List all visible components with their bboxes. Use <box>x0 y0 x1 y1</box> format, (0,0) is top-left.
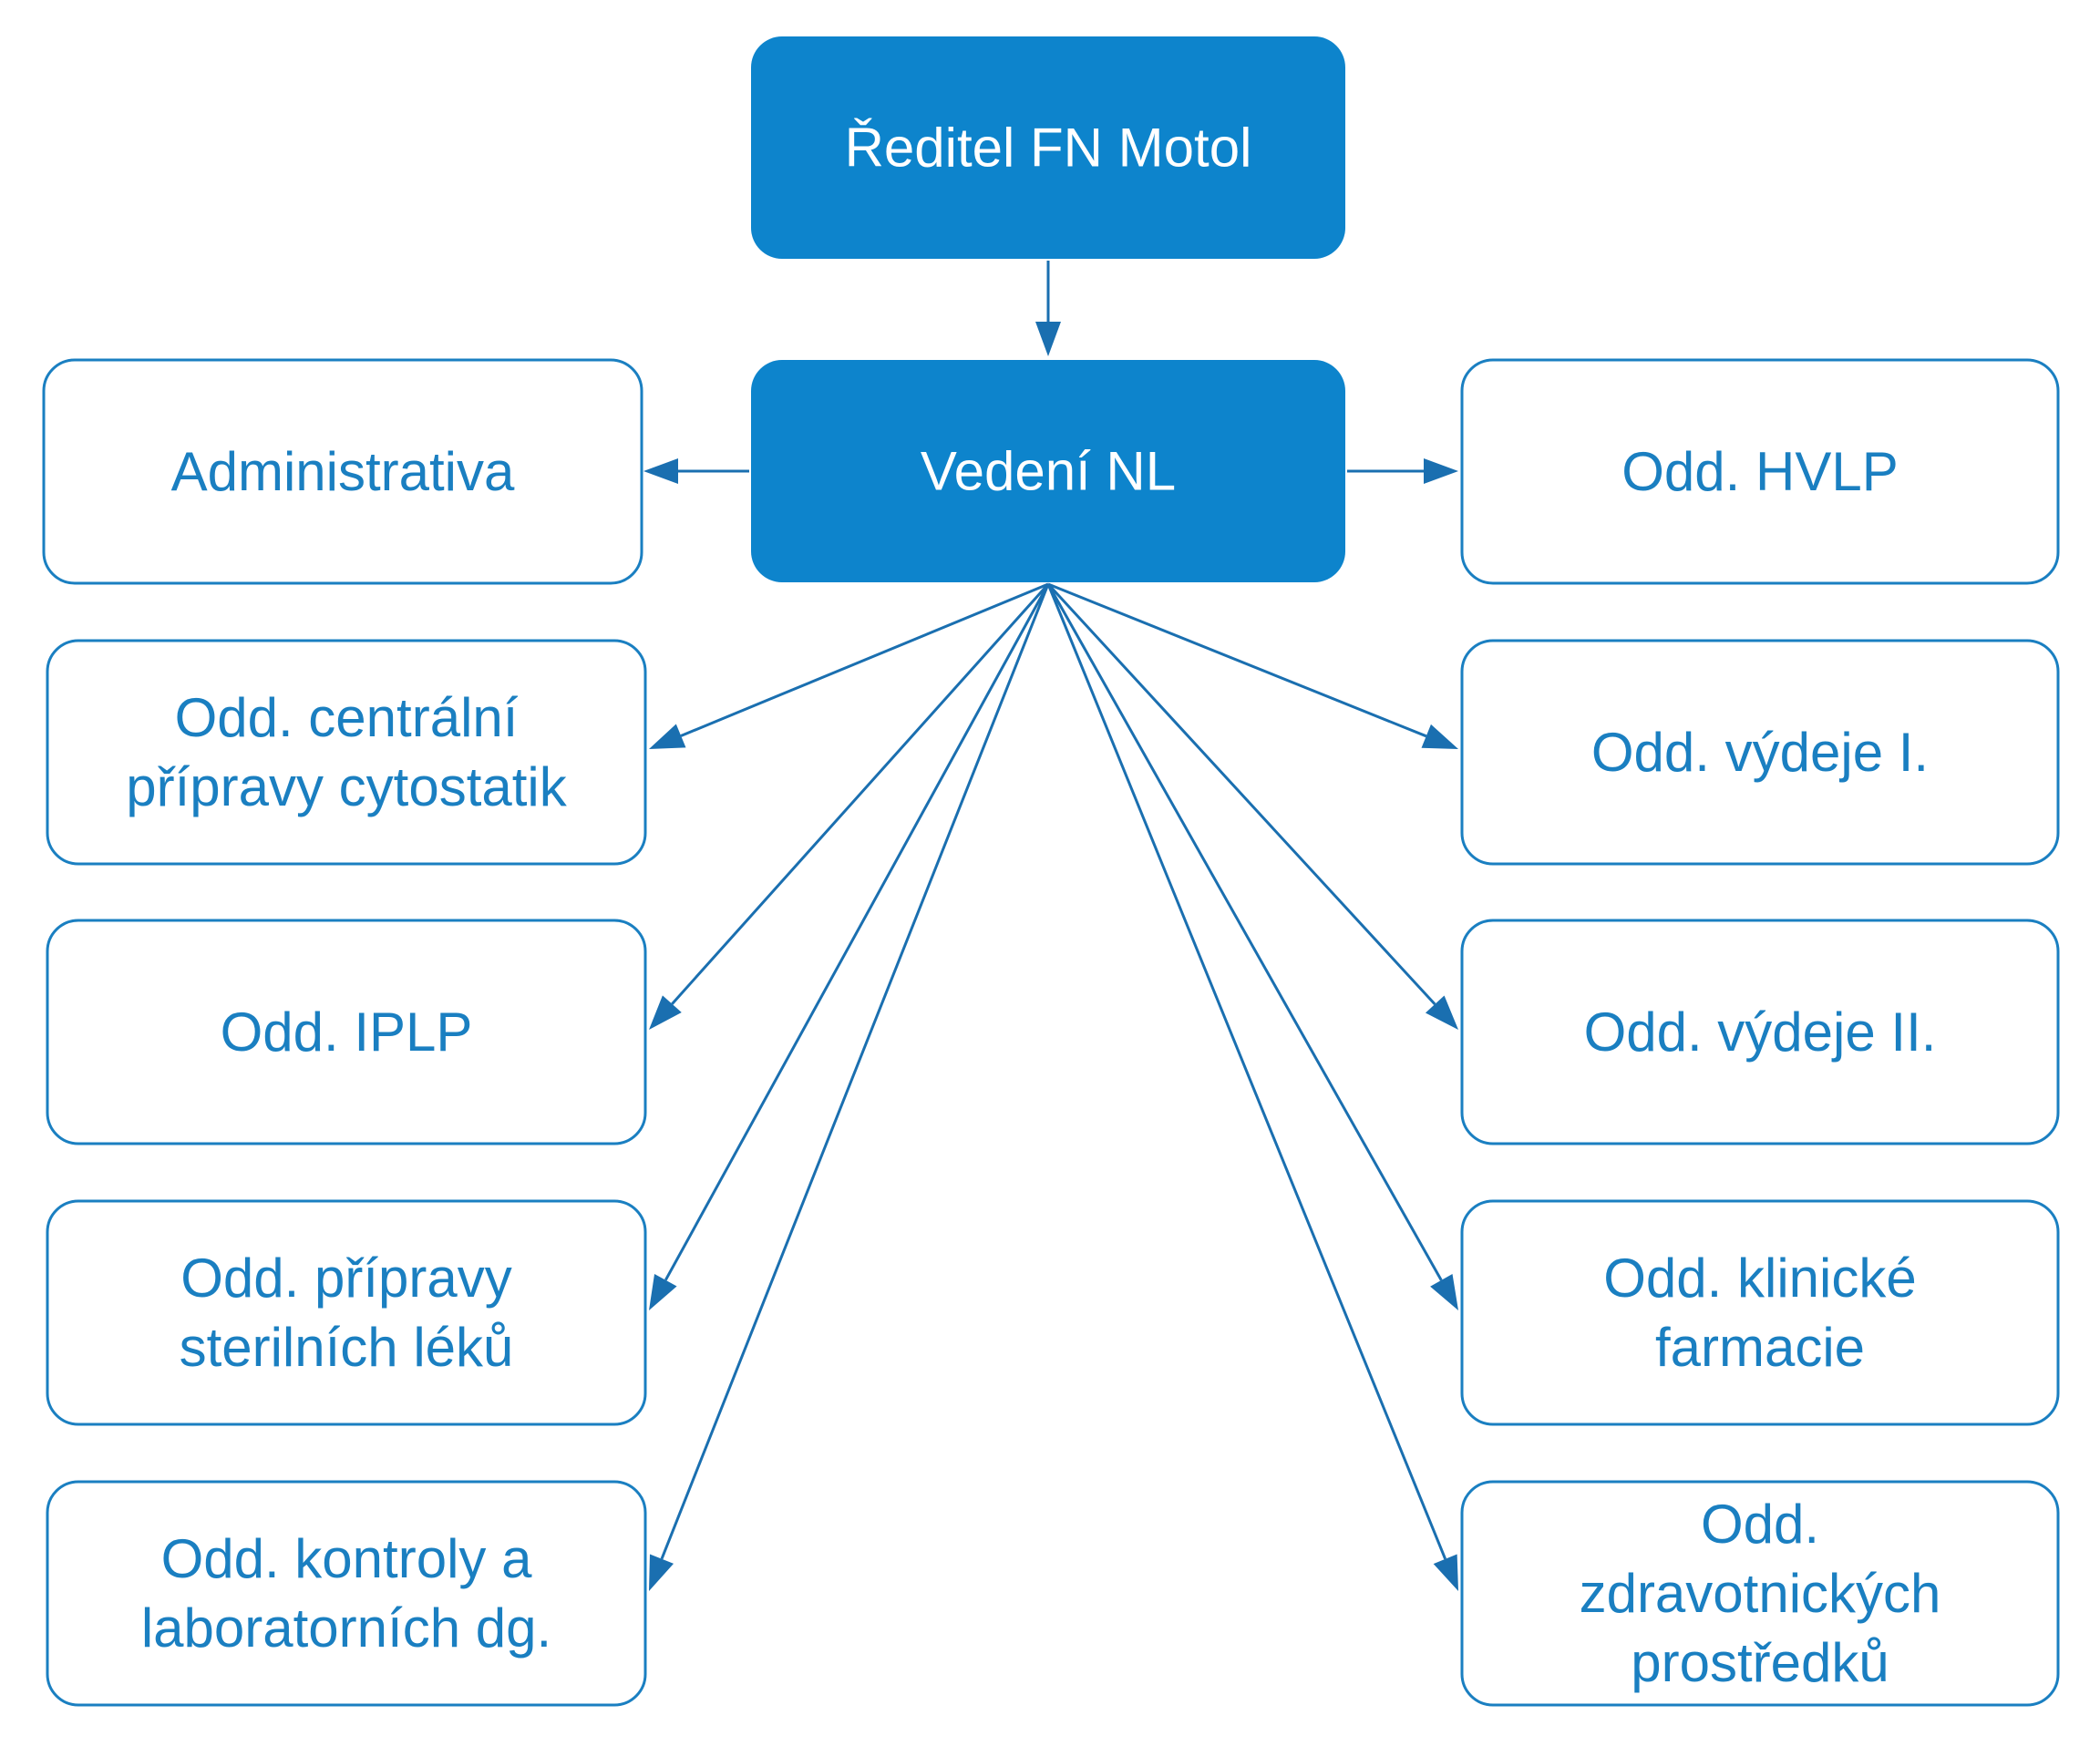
node-label-line: Administrativa <box>171 441 515 502</box>
edge-management-to-iplp <box>649 582 1050 1030</box>
node-management: Vedení NL <box>751 360 1345 582</box>
node-label-line: Odd. IPLP <box>221 1001 473 1063</box>
edge-management-to-klinicka <box>1046 583 1458 1310</box>
edge-management-to-hvlp <box>1347 458 1458 484</box>
node-label-line: zdravotnických <box>1580 1563 1941 1624</box>
node-label-line: Odd. kontroly a <box>161 1528 533 1589</box>
node-label-line: Odd. klinické <box>1603 1248 1916 1309</box>
edge-line <box>680 582 1049 737</box>
arrowhead-icon <box>649 724 686 749</box>
node-box <box>46 919 647 1145</box>
node-label-line: Odd. výdeje I. <box>1591 722 1929 783</box>
arrowhead-icon <box>1430 1274 1458 1310</box>
node-box <box>751 36 1345 259</box>
edges-layer <box>643 261 1458 1591</box>
node-hvlp: Odd. HVLP <box>1460 358 2060 585</box>
edge-line <box>664 583 1050 1281</box>
arrowhead-icon <box>649 1554 674 1591</box>
edge-management-to-cytostatika <box>649 582 1049 749</box>
node-kontrola: Odd. kontroly a laboratorních dg. <box>46 1480 647 1707</box>
node-label-line: Odd. <box>1701 1494 1819 1555</box>
node-administrativa: Administrativa <box>42 358 643 585</box>
node-label-line: farmacie <box>1655 1317 1865 1378</box>
node-label-line: Odd. HVLP <box>1621 441 1899 502</box>
arrowhead-icon <box>1424 458 1458 484</box>
edge-management-to-vydej-2 <box>1046 582 1458 1030</box>
arrowhead-icon <box>649 995 682 1030</box>
node-box <box>46 639 647 866</box>
arrowhead-icon <box>1433 1554 1458 1591</box>
node-label-line: Ředitel FN Motol <box>845 118 1252 179</box>
edge-management-to-zdravotnicke <box>1046 583 1458 1591</box>
node-cytostatika: Odd. centrální přípravy cytostatik <box>46 639 647 866</box>
edge-management-to-sterilni <box>649 583 1050 1310</box>
arrowhead-icon <box>1421 724 1458 749</box>
node-box <box>1460 639 2060 866</box>
edge-line <box>671 582 1050 1005</box>
node-label-line: Vedení NL <box>921 441 1176 502</box>
edge-line <box>1047 582 1427 738</box>
arrowhead-icon <box>643 458 678 484</box>
node-vydej-1: Odd. výdeje I. <box>1460 639 2060 866</box>
node-label-line: prostředků <box>1631 1632 1889 1693</box>
node-director: Ředitel FN Motol <box>751 36 1345 259</box>
node-box <box>1460 358 2060 585</box>
node-zdravotnicke: Odd. zdravotnických prostředků <box>1460 1480 2060 1707</box>
node-label-line: Odd. výdeje II. <box>1584 1001 1937 1063</box>
node-label-line: sterilních léků <box>180 1317 514 1378</box>
node-sterilni: Odd. přípravy sterilních léků <box>46 1199 647 1426</box>
edge-line <box>1046 583 1443 1281</box>
arrowhead-icon <box>1425 995 1458 1030</box>
node-label-line: Odd. centrální <box>175 687 519 748</box>
node-iplp: Odd. IPLP <box>46 919 647 1145</box>
node-label-line: přípravy cytostatik <box>126 756 567 817</box>
node-box <box>42 358 643 585</box>
arrowhead-icon <box>1035 322 1061 356</box>
node-box <box>1460 919 2060 1145</box>
node-box <box>46 1480 647 1707</box>
edge-line <box>660 583 1050 1560</box>
node-box <box>1460 1480 2060 1707</box>
edge-management-to-administrativa <box>643 458 749 484</box>
node-label-line: Odd. přípravy <box>180 1248 512 1309</box>
arrowhead-icon <box>649 1273 677 1310</box>
edge-management-to-kontrola <box>649 583 1050 1591</box>
edge-line <box>1046 582 1436 1006</box>
edge-management-to-vydej-1 <box>1047 582 1458 749</box>
edge-director-to-management <box>1035 261 1061 356</box>
node-vydej-2: Odd. výdeje II. <box>1460 919 2060 1145</box>
node-klinicka: Odd. klinické farmacie <box>1460 1199 2060 1426</box>
node-box <box>751 360 1345 582</box>
node-label-line: laboratorních dg. <box>141 1597 551 1659</box>
edge-line <box>1046 583 1447 1560</box>
node-box <box>1460 1199 2060 1426</box>
node-box <box>46 1199 647 1426</box>
